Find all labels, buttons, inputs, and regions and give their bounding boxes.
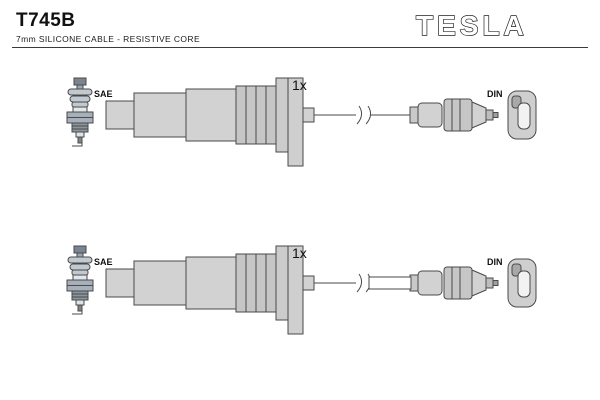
sae-label: SAE	[94, 89, 113, 99]
cable-spec-subtitle: 7mm SILICONE CABLE - RESISTIVE CORE	[16, 34, 201, 44]
header-divider	[12, 47, 588, 48]
din-label: DIN	[487, 257, 503, 267]
brand-logo-text: TESLA	[416, 10, 528, 41]
cable-assembly-drawing	[66, 77, 499, 167]
cable-assembly-drawing	[66, 245, 499, 335]
quantity-label: 1x	[292, 245, 307, 261]
cable-assembly-1: SAE 1x DIN	[66, 77, 537, 167]
cable-straight-section	[368, 276, 412, 290]
din-connector-drawing	[507, 258, 537, 308]
sae-label: SAE	[94, 257, 113, 267]
din-label: DIN	[487, 89, 503, 99]
din-connector-drawing	[507, 90, 537, 140]
cable-assembly-2: SAE 1x DIN	[66, 245, 537, 335]
brand-logo: TESLA	[415, 9, 528, 41]
ignition-cable-diagram: SAE 1x DIN SAE 1x DIN	[66, 77, 537, 335]
part-number: T745B	[16, 10, 76, 31]
quantity-label: 1x	[292, 77, 307, 93]
